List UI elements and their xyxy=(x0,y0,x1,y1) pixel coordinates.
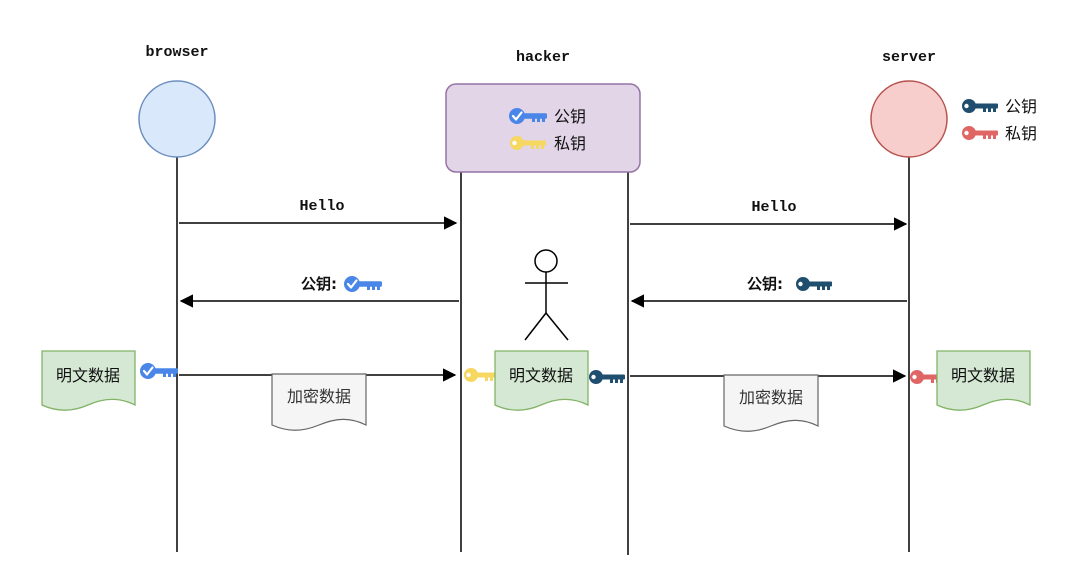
plaintext-label-browser: 明文数据 xyxy=(56,366,120,385)
server-private-key-label: 私钥 xyxy=(1005,124,1037,143)
encrypted-data-label-left: 加密数据 xyxy=(287,387,351,406)
hello-message-label-left: Hello xyxy=(299,198,344,215)
server-label: server xyxy=(882,49,936,66)
navy-key-icon xyxy=(962,99,998,113)
plaintext-label-server: 明文数据 xyxy=(951,366,1015,385)
hacker-person-icon xyxy=(524,249,569,341)
hacker-private-key-label: 私钥 xyxy=(554,134,586,153)
hacker-public-key-label: 公钥 xyxy=(554,107,586,126)
hacker-label: hacker xyxy=(516,49,570,66)
plaintext-document-browser: 明文数据 xyxy=(41,350,136,411)
blue-check-key-icon xyxy=(138,361,180,381)
blue-check-key-icon xyxy=(342,274,384,294)
browser-label: browser xyxy=(145,44,208,61)
navy-key-icon xyxy=(796,277,832,291)
browser-actor-node xyxy=(138,80,216,158)
hello-message-label-right: Hello xyxy=(751,199,796,216)
plaintext-label-hacker: 明文数据 xyxy=(509,366,573,385)
plaintext-document-hacker: 明文数据 xyxy=(494,350,589,411)
red-key-icon xyxy=(962,126,998,140)
plaintext-document-server: 明文数据 xyxy=(936,350,1031,411)
encrypted-data-label-right: 加密数据 xyxy=(739,388,803,407)
hacker-actor-box xyxy=(445,83,641,173)
server-actor-node xyxy=(870,80,948,158)
navy-key-icon xyxy=(589,370,625,384)
server-public-key-label: 公钥 xyxy=(1005,97,1037,116)
pubkey-message-label-left: 公钥: xyxy=(301,275,337,293)
encrypted-data-note-left: 加密数据 xyxy=(271,373,367,431)
encrypted-data-note-right: 加密数据 xyxy=(723,374,819,432)
pubkey-message-label-right: 公钥: xyxy=(747,275,783,293)
